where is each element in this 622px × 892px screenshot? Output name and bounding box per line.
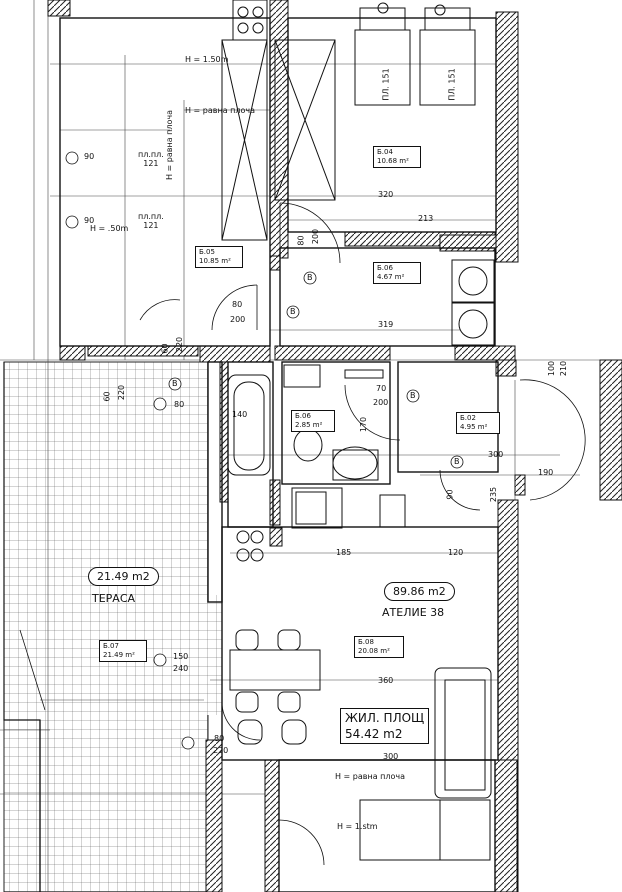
room-code: Б.02: [460, 414, 476, 422]
inner-walls: [59, 17, 499, 892]
dim-d1: 80: [296, 235, 306, 246]
room-area: 20.08 m²: [358, 647, 390, 655]
bed-label-right: ПЛ. 151: [447, 68, 457, 101]
dim-d18: 240: [173, 664, 189, 673]
dim-d26: 360: [378, 676, 394, 685]
dim-d20: 140: [232, 410, 248, 419]
room-area: 4.67 m²: [377, 273, 405, 281]
room-area: 4.95 m²: [460, 423, 488, 431]
plate-upper: пл.пл. 121: [138, 150, 164, 168]
marker-b-terrace: B: [172, 379, 178, 388]
room-tag-terrace: Б.07 21.49 m²: [99, 640, 147, 662]
dim-d3: 80: [232, 300, 243, 309]
marker-b-bath: B: [410, 391, 416, 400]
living-area-title: ЖИЛ. ПЛОЩ: [345, 711, 425, 725]
living-lower-tiles: [204, 595, 222, 715]
room-area: 21.49 m²: [103, 651, 135, 659]
washing-machines: [451, 259, 495, 346]
room-code: Б.07: [103, 642, 119, 650]
note-h50: H = .50m: [90, 224, 129, 233]
dim-d21: 320: [378, 190, 394, 199]
dim-d22: 213: [418, 214, 434, 223]
bathtub: [227, 374, 271, 476]
terrace-floor: [3, 361, 209, 892]
room-code: Б.06: [377, 264, 393, 272]
room-area: 10.85 m²: [199, 257, 231, 265]
room-tag-bedroom: Б.04 10.68 m²: [373, 146, 421, 168]
dim-d12: 220: [213, 746, 229, 755]
dim-d30: 170: [359, 416, 369, 433]
room-area: 10.68 m²: [377, 157, 409, 165]
room-tag-wc: Б.02 4.95 m²: [456, 412, 500, 434]
note-h-ravna-bottom: H = равна плоча: [335, 772, 406, 781]
terrace-name-label: ТЕРАСА: [92, 592, 136, 605]
marker-b-entry: B: [307, 273, 313, 282]
plate-label: пл.пл.: [138, 150, 164, 159]
note-h150: H = 1.50m: [185, 55, 229, 64]
bed-label-left: ПЛ. 151: [381, 68, 391, 101]
plate-label: пл.пл.: [138, 212, 164, 221]
note-h-ravna-vertical: H = равна плоча: [165, 109, 174, 180]
dim-d13: 90: [445, 489, 455, 500]
room-tag-entry: Б.06 4.67 m²: [373, 262, 421, 284]
marker-b-wc: B: [454, 457, 460, 466]
dim-d17: 150: [173, 652, 189, 661]
room-area: 2.85 m²: [295, 421, 323, 429]
plate-value: 121: [143, 159, 159, 168]
dim-d11: 80: [214, 734, 225, 743]
note-h-ravna: H = равна плоча: [185, 106, 256, 115]
terrace-area-label: 21.49 m2: [88, 567, 159, 586]
plate-lower: пл.пл. 121: [138, 212, 164, 230]
plate-value-left-lower: 90: [84, 216, 95, 225]
wardrobe: [221, 39, 336, 241]
dim-d15: 100: [547, 360, 557, 377]
marker-b-hall: B: [290, 307, 296, 316]
room-code: Б.04: [377, 148, 393, 156]
dim-d9: 60: [102, 391, 112, 402]
door-swings: [19, 202, 586, 866]
bath-fixtures: [236, 364, 406, 562]
living-area-value: 54.42 m2: [345, 727, 403, 741]
room-code: Б.05: [199, 248, 215, 256]
marker-circles: [65, 151, 464, 750]
room-code: Б.06: [295, 412, 311, 420]
note-h1stm: H = 1.stm: [337, 822, 378, 831]
terrace-edges: [3, 362, 41, 892]
atelier-name-label: АТЕЛИЕ 38: [382, 606, 445, 619]
dim-d4: 200: [230, 315, 246, 324]
dim-d24: 185: [336, 548, 352, 557]
dim-d16: 210: [559, 360, 569, 377]
dim-d25: 120: [448, 548, 464, 557]
beds: [354, 2, 476, 106]
dim-d27: 300: [383, 752, 399, 761]
plate-value: 121: [143, 221, 159, 230]
room-tag-living: Б.08 20.08 m²: [354, 636, 404, 658]
dim-d5: 70: [376, 384, 387, 393]
atelier-area-label: 89.86 m2: [384, 582, 455, 601]
dim-d8: 220: [175, 336, 185, 353]
dim-d23: 319: [378, 320, 394, 329]
stove: [232, 0, 268, 41]
room-code: Б.08: [358, 638, 374, 646]
dim-d2: 200: [311, 228, 321, 245]
dim-d29: 300: [488, 450, 504, 459]
dim-d10: 220: [117, 384, 127, 401]
dim-d19: 80: [174, 400, 185, 409]
room-tag-bath: Б.06 2.85 m²: [291, 410, 335, 432]
living-area-box: ЖИЛ. ПЛОЩ 54.42 m2: [340, 708, 430, 744]
dim-d7: 60: [160, 343, 170, 354]
room-tag-hall: Б.05 10.85 m²: [195, 246, 243, 268]
sofa: [359, 667, 492, 861]
dining-set: [229, 629, 321, 745]
dim-d14: 235: [489, 486, 499, 503]
dim-d6: 200: [373, 398, 389, 407]
plate-value-left-upper: 90: [84, 152, 95, 161]
dim-d28: 190: [538, 468, 554, 477]
